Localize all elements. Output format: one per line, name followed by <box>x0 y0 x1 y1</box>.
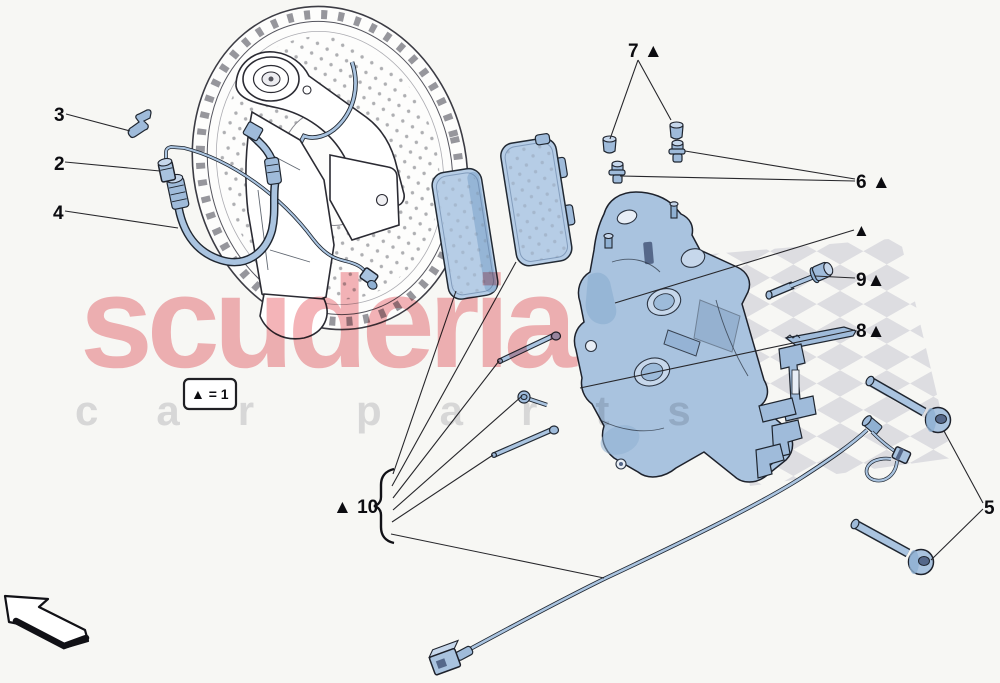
mounting-bolt-lower <box>850 518 935 576</box>
hose-end-fitting <box>359 267 379 290</box>
sensor-connector <box>428 639 462 676</box>
hose-collar <box>264 156 282 186</box>
pad-pin-upper <box>497 331 562 365</box>
dust-cap <box>669 121 684 140</box>
callout-3: 3 <box>54 105 65 126</box>
hose-union-2 <box>157 157 177 183</box>
brake-pad-left <box>431 167 499 300</box>
caliper-piston <box>680 248 706 268</box>
brake-hose-assembly <box>157 121 379 290</box>
callout-1-triangle: ▲ <box>853 221 870 240</box>
callouts: 3 2 4 7 ▲ 6 ▲ ▲ 9▲ 8▲ 5 ▲ 10 <box>53 41 995 545</box>
leader-lines <box>64 59 984 579</box>
bleed-nipple <box>668 139 686 163</box>
caliper-guide-bolt <box>765 261 834 300</box>
callout-4: 4 <box>53 203 64 224</box>
brake-caliper <box>573 191 794 483</box>
pad-pin-lower <box>491 425 560 459</box>
hose-top-fitting <box>242 121 264 142</box>
wire-grommet-clip <box>861 415 883 435</box>
caliper-stud <box>603 232 614 249</box>
bleed-nipple <box>608 160 626 184</box>
dust-cap <box>602 135 617 154</box>
callout-6: 6 ▲ <box>856 172 891 193</box>
wire-plug <box>891 446 912 465</box>
callout-5: 5 <box>984 498 995 519</box>
wear-sensor-wire <box>428 415 912 676</box>
mounting-bolt-upper <box>865 375 952 434</box>
legend-box: ▲ = 1 <box>182 377 238 411</box>
caliper-stud <box>669 201 679 219</box>
hose-clip <box>127 109 152 139</box>
callout-9: 9▲ <box>856 270 885 291</box>
brake-pad-right <box>500 133 576 267</box>
caliper-hex-bolt <box>517 390 548 408</box>
callout-7: 7 ▲ <box>628 41 663 62</box>
callout-8: 8▲ <box>856 321 885 342</box>
legend-label: ▲ = 1 <box>191 386 229 402</box>
callout-2: 2 <box>54 154 65 175</box>
callout-10-brace <box>373 467 395 545</box>
callout-10: ▲ 10 <box>333 497 378 518</box>
caliper-logo-band <box>643 241 654 265</box>
direction-arrow-icon <box>3 594 90 650</box>
